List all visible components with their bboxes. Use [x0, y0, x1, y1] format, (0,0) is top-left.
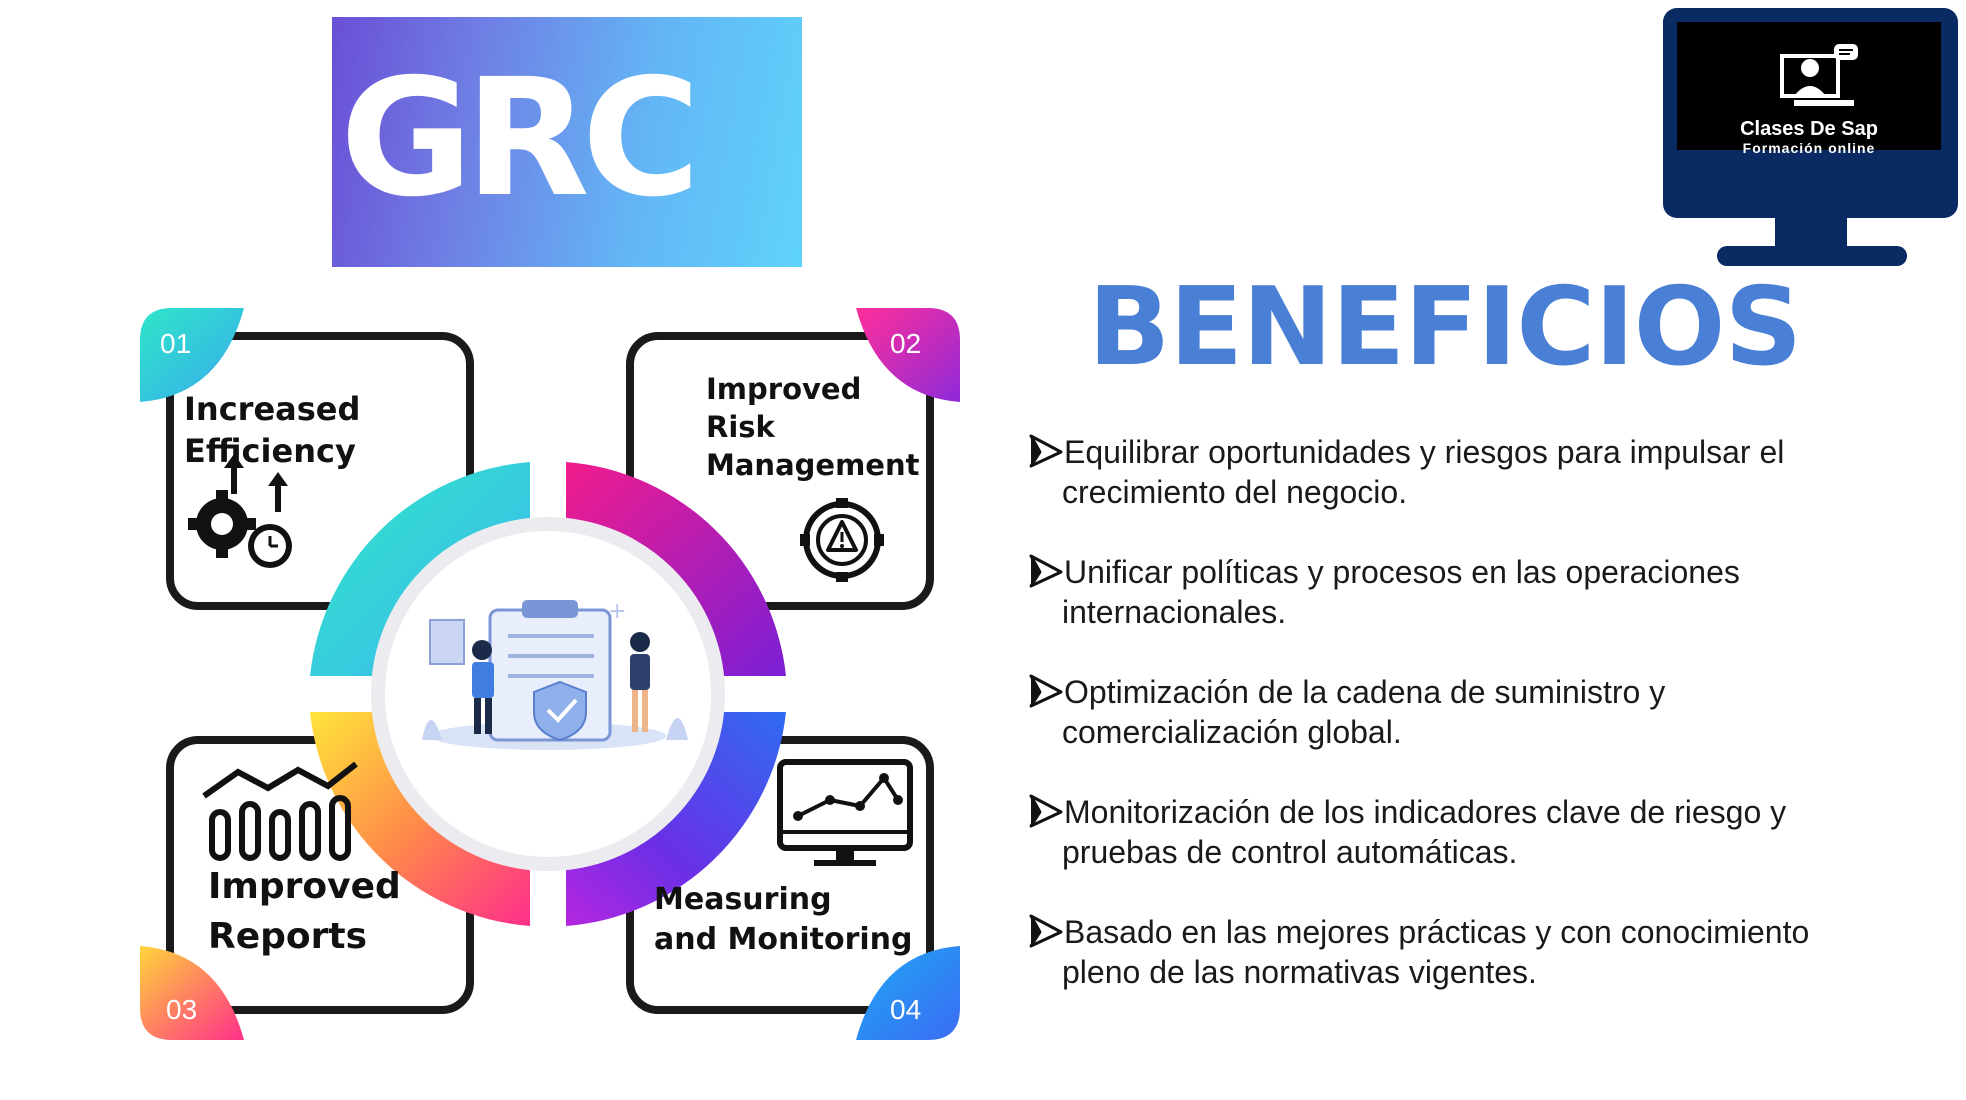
- arrow-bullet-icon: [1029, 434, 1063, 468]
- list-item: Optimización de la cadena de suministro …: [1028, 672, 1948, 792]
- card-label-01: Increased Efficiency: [184, 390, 361, 470]
- list-item: Monitorización de los indicadores clave …: [1028, 792, 1948, 912]
- monitor-screen: Clases De Sap Formación online: [1677, 22, 1941, 156]
- benefit-text: Optimización de la cadena de suministro …: [1062, 674, 1666, 750]
- warning-gear-icon: [800, 498, 884, 582]
- benefits-title: BENEFICIOS: [1088, 265, 1802, 390]
- gear-clock-icon: [188, 454, 292, 568]
- card-label-02: Improved Risk Management: [706, 372, 920, 482]
- tab-03: [140, 946, 244, 1040]
- ring-segment-bl: [310, 712, 530, 926]
- tab-04: [856, 946, 960, 1040]
- ring-segment-tr: [566, 462, 786, 676]
- monitor-base: [1717, 246, 1907, 266]
- clases-de-sap-logo: Clases De Sap Formación online: [1663, 8, 1958, 268]
- benefit-text: Basado en las mejores prácticas y con co…: [1062, 914, 1810, 990]
- list-item: Equilibrar oportunidades y riesgos para …: [1028, 432, 1948, 552]
- benefit-text: Unificar políticas y procesos en las ope…: [1062, 554, 1740, 630]
- monitor-chart-icon: [777, 759, 913, 866]
- diagram-graphics: +: [140, 308, 960, 1040]
- logo-title: Clases De Sap: [1740, 118, 1878, 140]
- list-item: Unificar políticas y procesos en las ope…: [1028, 552, 1948, 672]
- card-label-04: Measuring and Monitoring: [654, 882, 913, 957]
- ring-segment-tl: [310, 462, 530, 676]
- grc-banner: GRC: [332, 17, 802, 267]
- logo-subtitle: Formación online: [1742, 140, 1876, 156]
- compliance-illustration: +: [422, 599, 688, 750]
- benefit-text: Equilibrar oportunidades y riesgos para …: [1062, 434, 1785, 510]
- grc-benefits-diagram: +: [130, 300, 980, 1060]
- bar-chart-icon: [202, 761, 358, 861]
- card-label-03: Improved Reports: [208, 866, 401, 957]
- card-number-01: 01: [160, 328, 192, 359]
- grc-title: GRC: [340, 45, 701, 233]
- arrow-bullet-icon: [1029, 554, 1063, 588]
- benefits-list: Equilibrar oportunidades y riesgos para …: [1028, 432, 1948, 1032]
- arrow-bullet-icon: [1029, 674, 1063, 708]
- monitor-stand: [1775, 218, 1847, 248]
- card-number-02: 02: [890, 328, 922, 359]
- benefit-text: Monitorización de los indicadores clave …: [1062, 794, 1787, 870]
- svg-text:+: +: [608, 599, 626, 624]
- list-item: Basado en las mejores prácticas y con co…: [1028, 912, 1948, 1032]
- card-number-04: 04: [890, 994, 922, 1025]
- ring-segment-br: [566, 712, 786, 926]
- tab-02: [856, 308, 960, 402]
- monitor-frame: Clases De Sap Formación online: [1663, 8, 1958, 218]
- arrow-bullet-icon: [1029, 914, 1063, 948]
- arrow-bullet-icon: [1029, 794, 1063, 828]
- card-number-03: 03: [166, 994, 198, 1025]
- teacher-icon: [1780, 44, 1858, 106]
- tab-01: [140, 308, 244, 402]
